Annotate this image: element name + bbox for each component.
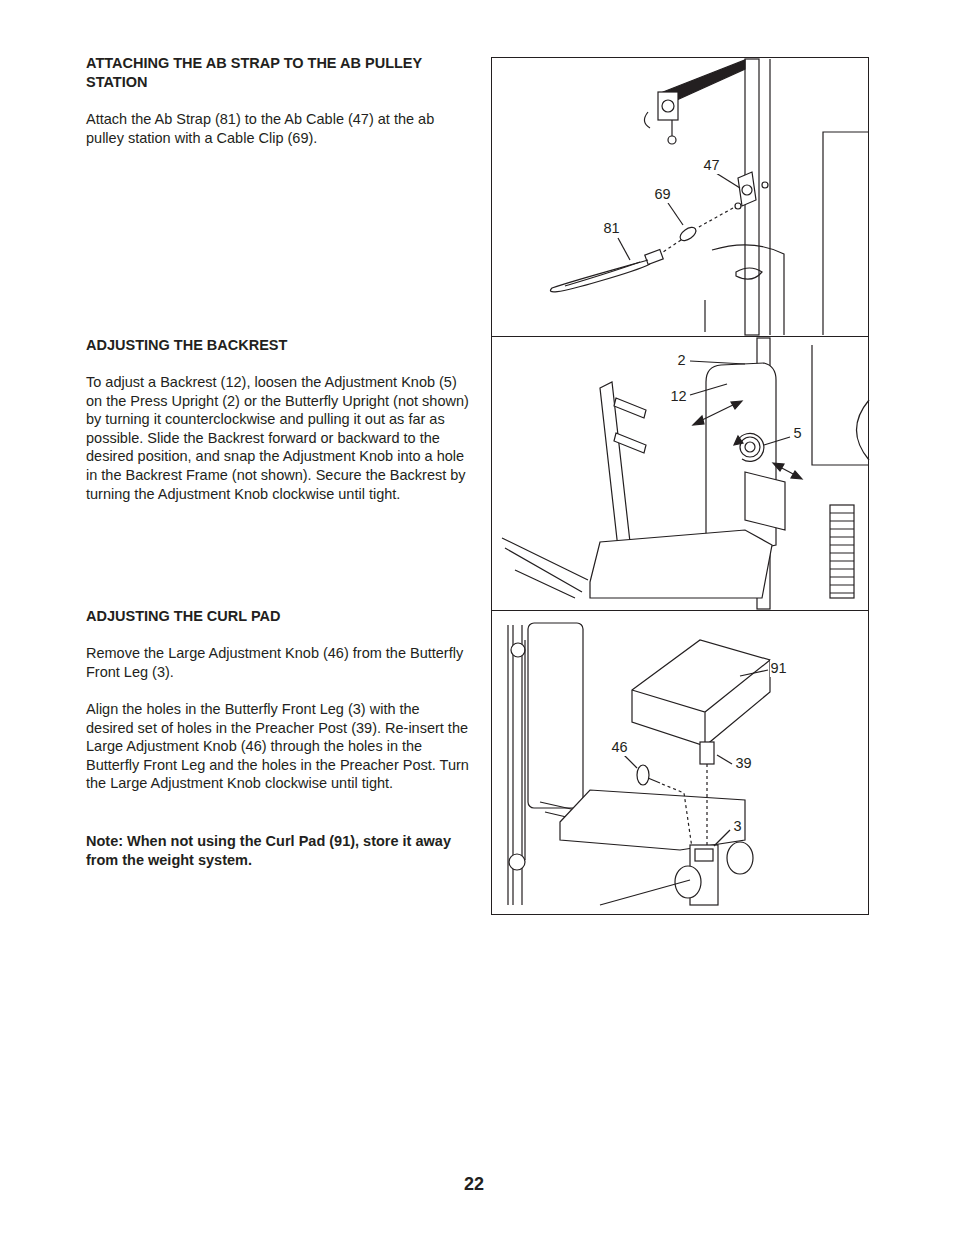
illustration-frame: 2 12 5 — [491, 336, 869, 611]
illustration-frame: 91 46 39 3 — [491, 610, 869, 915]
callout-number: 81 — [603, 220, 621, 237]
body-text: Align the holes in the Butterfly Front L… — [86, 700, 470, 793]
callout-number: 39 — [735, 755, 753, 772]
section-heading: ADJUSTING THE CURL PAD — [86, 607, 470, 626]
page-number: 22 — [464, 1175, 504, 1194]
body-text: To adjust a Backrest (12), loosen the Ad… — [86, 373, 470, 503]
curl-pad-illustration — [508, 623, 770, 905]
callout-number: 2 — [677, 352, 687, 369]
callout-number: 46 — [611, 739, 629, 756]
body-text: Attach the Ab Strap (81) to the Ab Cable… — [86, 110, 470, 147]
illustration-frame: 47 69 81 — [491, 57, 869, 337]
callout-number: 12 — [670, 388, 688, 405]
backrest-illustration — [502, 338, 869, 609]
note-text: Note: When not using the Curl Pad (91), … — [86, 832, 470, 869]
callout-number: 47 — [703, 157, 721, 174]
section-heading: ADJUSTING THE BACKREST — [86, 336, 470, 355]
callout-number: 69 — [654, 186, 672, 203]
callout-number: 3 — [733, 818, 743, 835]
callout-number: 91 — [770, 660, 788, 677]
section-heading: ATTACHING THE AB STRAP TO THE AB PULLEY … — [86, 54, 470, 91]
callout-number: 5 — [793, 425, 803, 442]
body-text: Remove the Large Adjustment Knob (46) fr… — [86, 644, 470, 681]
ab-pulley-illustration — [550, 59, 869, 335]
